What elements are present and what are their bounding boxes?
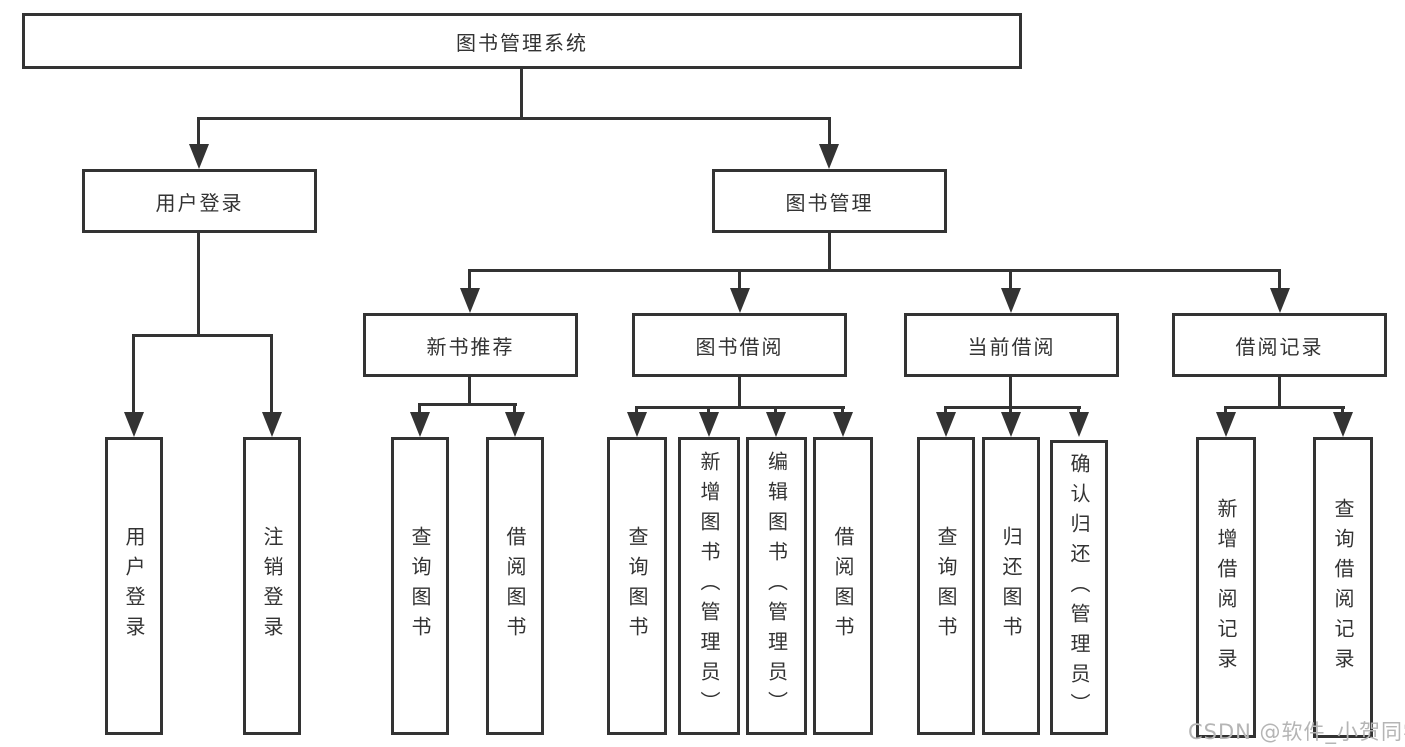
arrow-down [730, 288, 750, 313]
connector [635, 406, 845, 409]
connector [468, 269, 1281, 272]
node-root: 图书管理系统 [22, 13, 1022, 69]
connector [1009, 406, 1012, 415]
node-book-management: 图书管理 [712, 169, 947, 233]
arrow-down [1001, 288, 1021, 313]
connector [520, 69, 523, 119]
connector [197, 117, 831, 120]
arrow-down [833, 412, 853, 437]
connector [1077, 406, 1080, 415]
connector [841, 406, 844, 415]
node-user-login: 用户登录 [82, 169, 317, 233]
arrow-down [627, 412, 647, 437]
node-query-borrow-record: 查询借阅记录 [1313, 437, 1373, 738]
node-book-borrow: 图书借阅 [632, 313, 847, 377]
connector [1278, 377, 1281, 408]
node-borrow-book-2: 借阅图书 [813, 437, 873, 735]
arrow-down [1270, 288, 1290, 313]
node-new-book-recommend: 新书推荐 [363, 313, 578, 377]
arrow-down [460, 288, 480, 313]
node-return-book: 归还图书 [982, 437, 1040, 735]
arrow-down [819, 144, 839, 169]
node-query-book-1: 查询图书 [391, 437, 449, 735]
node-current-borrow: 当前借阅 [904, 313, 1119, 377]
node-add-borrow-record: 新增借阅记录 [1196, 437, 1256, 738]
arrow-down [505, 412, 525, 437]
csdn-watermark: CSDN @软件_小贺同学 [1188, 720, 1405, 744]
connector [774, 406, 777, 415]
connector [944, 406, 1081, 409]
arrow-down [936, 412, 956, 437]
connector [1341, 406, 1344, 415]
connector [418, 403, 421, 415]
node-borrow-record: 借阅记录 [1172, 313, 1387, 377]
connector [468, 377, 471, 406]
connector [197, 233, 200, 337]
node-add-book-admin: 新增图书（管理员） [678, 437, 740, 735]
connector [1009, 269, 1012, 290]
node-confirm-return-admin: 确认归还（管理员） [1050, 440, 1108, 735]
connector [132, 334, 135, 414]
connector [418, 403, 517, 406]
connector [468, 269, 471, 290]
node-query-book-3: 查询图书 [917, 437, 975, 735]
connector [707, 406, 710, 415]
connector [635, 406, 638, 415]
connector [944, 406, 947, 415]
connector [197, 117, 200, 147]
arrow-down [1069, 412, 1089, 437]
arrow-down [262, 412, 282, 437]
connector [738, 377, 741, 408]
arrow-down [410, 412, 430, 437]
node-user-login-action: 用户登录 [105, 437, 163, 735]
connector [738, 269, 741, 290]
connector [828, 233, 831, 272]
connector [270, 334, 273, 414]
node-logout-action: 注销登录 [243, 437, 301, 735]
connector [1009, 377, 1012, 408]
connector [1224, 406, 1227, 415]
node-edit-book-admin: 编辑图书（管理员） [746, 437, 807, 735]
connector [132, 334, 273, 337]
arrow-down [189, 144, 209, 169]
connector [828, 117, 831, 147]
arrow-down [1333, 412, 1353, 437]
arrow-down [1216, 412, 1236, 437]
node-borrow-book-1: 借阅图书 [486, 437, 544, 735]
arrow-down [1001, 412, 1021, 437]
connector [1278, 269, 1281, 290]
arrow-down [699, 412, 719, 437]
connector [1224, 406, 1345, 409]
arrow-down [124, 412, 144, 437]
connector [513, 403, 516, 415]
arrow-down [766, 412, 786, 437]
node-query-book-2: 查询图书 [607, 437, 667, 735]
